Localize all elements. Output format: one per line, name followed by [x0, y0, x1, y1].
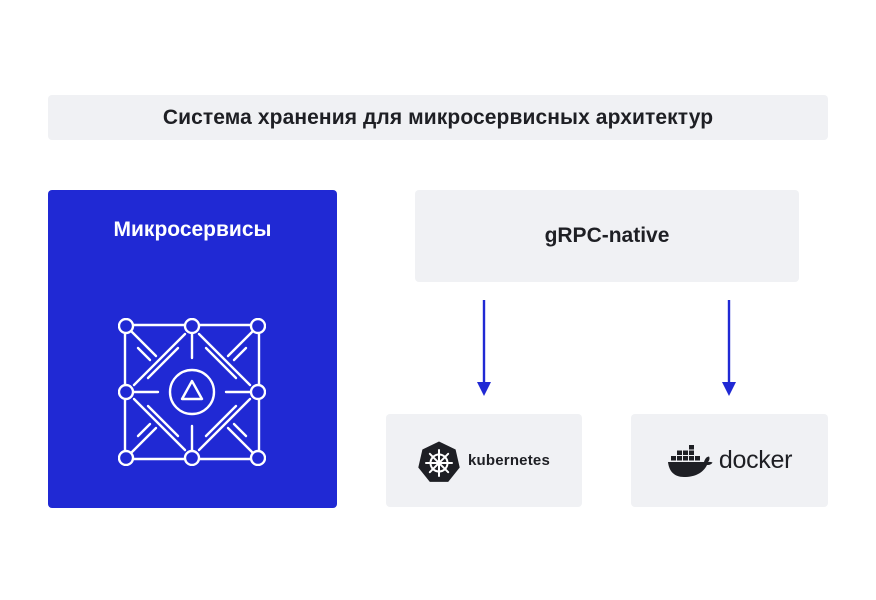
kubernetes-label: kubernetes — [467, 452, 551, 469]
docker-whale-icon — [667, 444, 713, 477]
arrow-down-icon — [722, 300, 736, 396]
page-title: Система хранения для микросервисных архи… — [48, 95, 828, 140]
docker-label: docker — [718, 446, 793, 474]
docker-box: docker — [631, 414, 828, 507]
kubernetes-helm-icon — [418, 441, 460, 482]
arrow-down-icon — [477, 300, 491, 396]
microservices-title: Микросервисы — [113, 218, 272, 241]
grpc-native-box: gRPC-native — [415, 190, 799, 282]
kubernetes-box: kubernetes — [386, 414, 582, 507]
microservices-network-icon — [118, 318, 266, 466]
grpc-native-label: gRPC-native — [544, 224, 670, 247]
microservices-panel: Микросервисы — [48, 190, 337, 508]
